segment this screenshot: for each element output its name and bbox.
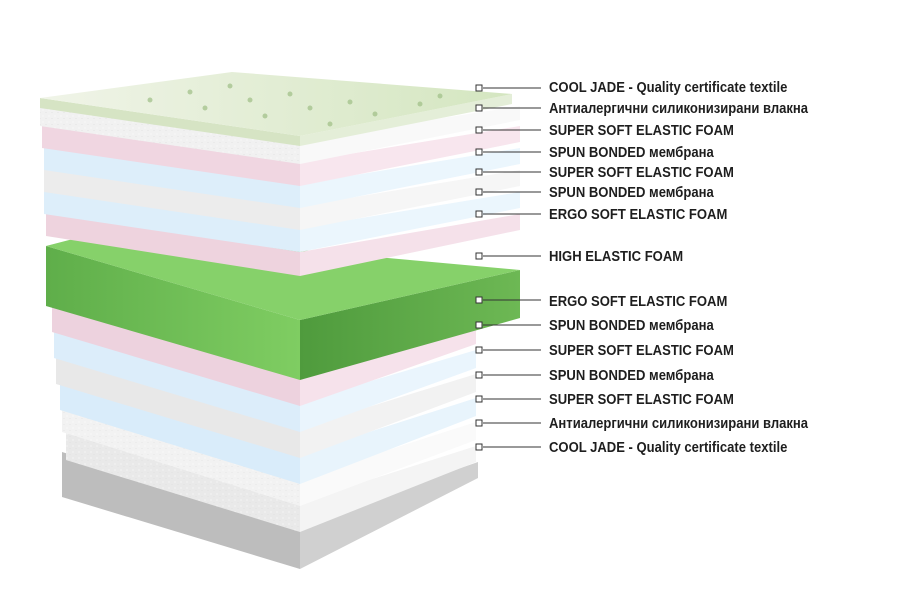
layer-label: Антиалергични силиконизирани влакна xyxy=(549,101,809,117)
layer-label: SPUN BONDED мембрана xyxy=(549,145,714,161)
layer-label: COOL JADE - Quality certificate textile xyxy=(549,80,788,96)
leader-marker xyxy=(475,84,483,92)
layer-label: Антиалергични силиконизирани влакна xyxy=(549,416,809,432)
leader-marker xyxy=(475,252,483,260)
layer-label: COOL JADE - Quality certificate textile xyxy=(549,440,788,456)
leader-marker xyxy=(475,346,483,354)
layer-label: SUPER SOFT ELASTIC FOAM xyxy=(549,343,734,359)
leader-marker xyxy=(475,126,483,134)
layer-label: ERGO SOFT ELASTIC FOAM xyxy=(549,294,728,310)
layer-label: SUPER SOFT ELASTIC FOAM xyxy=(549,123,734,139)
layer-label: SPUN BONDED мембрана xyxy=(549,368,714,384)
layer-label: HIGH ELASTIC FOAM xyxy=(549,249,684,265)
leader-marker xyxy=(475,188,483,196)
layer-label: SPUN BONDED мембрана xyxy=(549,318,714,334)
lower-layers xyxy=(52,302,476,532)
leader-lines xyxy=(475,84,541,451)
layer-label: SUPER SOFT ELASTIC FOAM xyxy=(549,392,734,408)
leader-marker xyxy=(475,148,483,156)
leader-marker xyxy=(475,321,483,329)
quilting-tufts xyxy=(147,83,443,127)
bottom-base-layer xyxy=(62,452,478,569)
layer-label: SPUN BONDED мембрана xyxy=(549,185,714,201)
leader-marker xyxy=(475,395,483,403)
layer-label: ERGO SOFT ELASTIC FOAM xyxy=(549,207,728,223)
leader-marker xyxy=(475,210,483,218)
upper-layers xyxy=(40,72,520,276)
layer-label: SUPER SOFT ELASTIC FOAM xyxy=(549,165,734,181)
leader-marker xyxy=(475,419,483,427)
leader-marker xyxy=(475,371,483,379)
leader-marker xyxy=(475,443,483,451)
leader-marker xyxy=(475,296,483,304)
leader-marker xyxy=(475,168,483,176)
leader-marker xyxy=(475,104,483,112)
